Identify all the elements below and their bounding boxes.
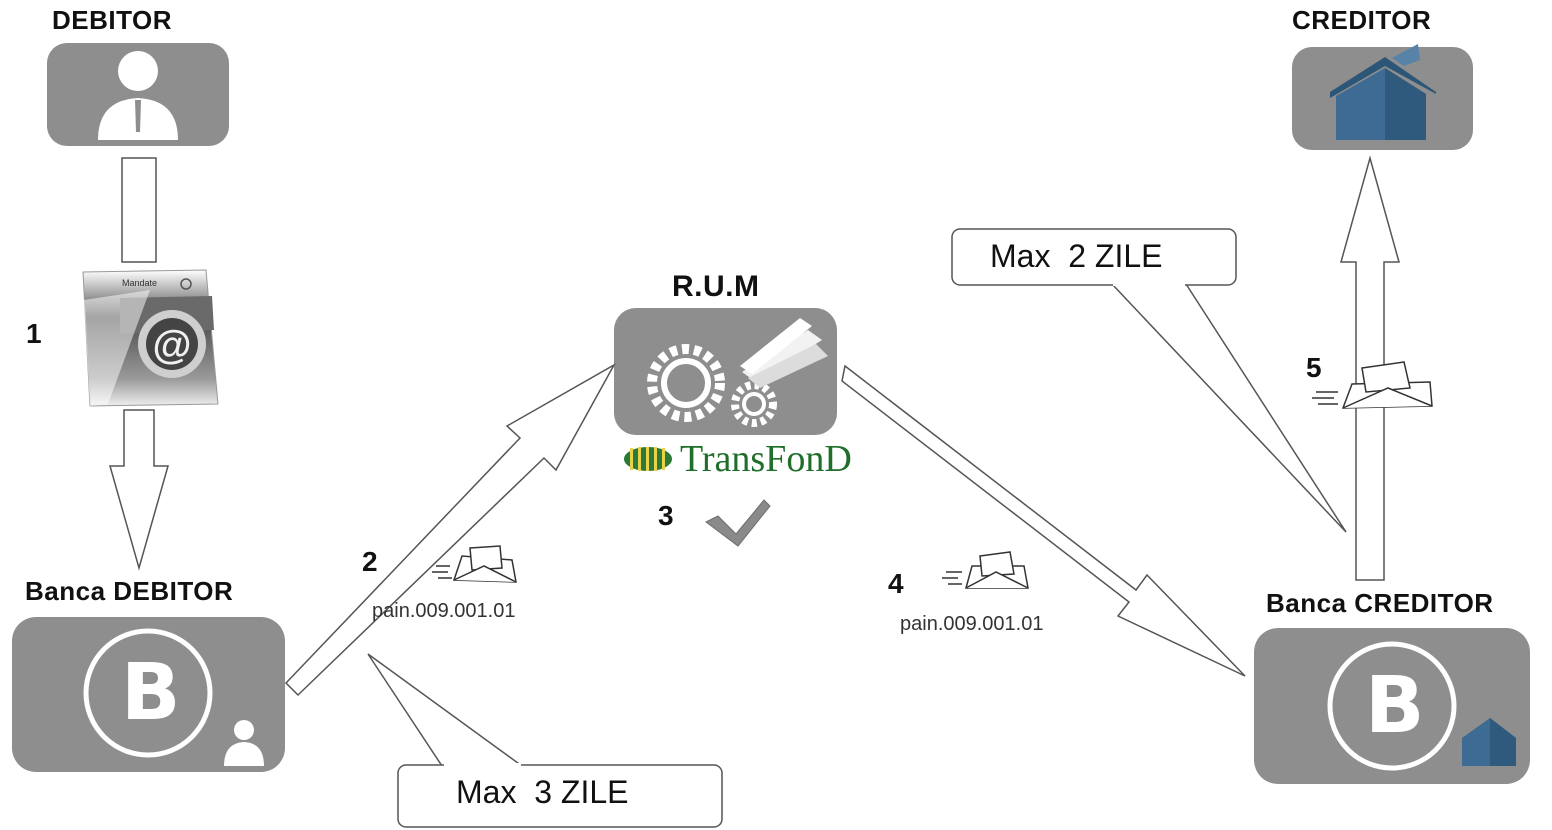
person-small-icon (224, 720, 264, 766)
transfond-brand: TransFonD (680, 438, 852, 480)
arrow-bank-to-rum (284, 363, 616, 697)
message-code-step-4: pain.009.001.01 (900, 613, 1044, 635)
house-small-icon (1462, 718, 1516, 766)
check-icon (705, 499, 771, 547)
envelope-icon-4 (942, 551, 1029, 589)
debitor-title: DEBITOR (52, 5, 173, 35)
step-3-number: 3 (658, 500, 674, 531)
banca-creditor-title: Banca CREDITOR (1266, 588, 1494, 618)
step-5-number: 5 (1306, 352, 1322, 383)
arrow-mandate-to-bank (109, 409, 169, 571)
person-icon (98, 51, 178, 140)
creditor-title: CREDITOR (1292, 5, 1432, 35)
arrow-rum-to-creditor-bank (841, 364, 1246, 677)
debitor-box (47, 43, 229, 146)
gears-icon (647, 344, 777, 427)
message-code-step-2: pain.009.001.01 (372, 600, 516, 622)
mandate-label: Mandate (122, 278, 158, 288)
step-1-number: 1 (26, 318, 42, 349)
svg-text:@: @ (152, 323, 191, 367)
banca-creditor-box (1254, 628, 1530, 784)
bank-b-icon-2 (1327, 641, 1457, 771)
callout-max2-pointer (1111, 283, 1347, 533)
bank-b-letter: B (121, 648, 181, 738)
mandate-document-icon: @ (82, 269, 219, 407)
callout-max3-box (397, 764, 723, 828)
papers-icon (740, 318, 828, 388)
house-icon (1330, 44, 1436, 140)
callout-max3-text: Max 3 ZILE (456, 774, 629, 810)
banca-debitor-title: Banca DEBITOR (25, 576, 234, 606)
envelope-icon-5 (1312, 361, 1433, 409)
envelope-icon-2 (432, 545, 517, 583)
callout-max2-box (951, 228, 1237, 286)
bank-b-icon (83, 628, 213, 758)
callout-max3-pointer (367, 653, 523, 767)
banca-debitor-box (12, 617, 285, 772)
arrow-debitor-to-mandate (121, 157, 157, 263)
step-4-number: 4 (888, 568, 904, 599)
bank-b-letter-2: B (1365, 661, 1425, 751)
callout-max2-text: Max 2 ZILE (990, 238, 1163, 274)
rum-title: R.U.M (672, 270, 760, 303)
step-2-number: 2 (362, 546, 378, 577)
transfond-logo-icon (624, 447, 672, 471)
